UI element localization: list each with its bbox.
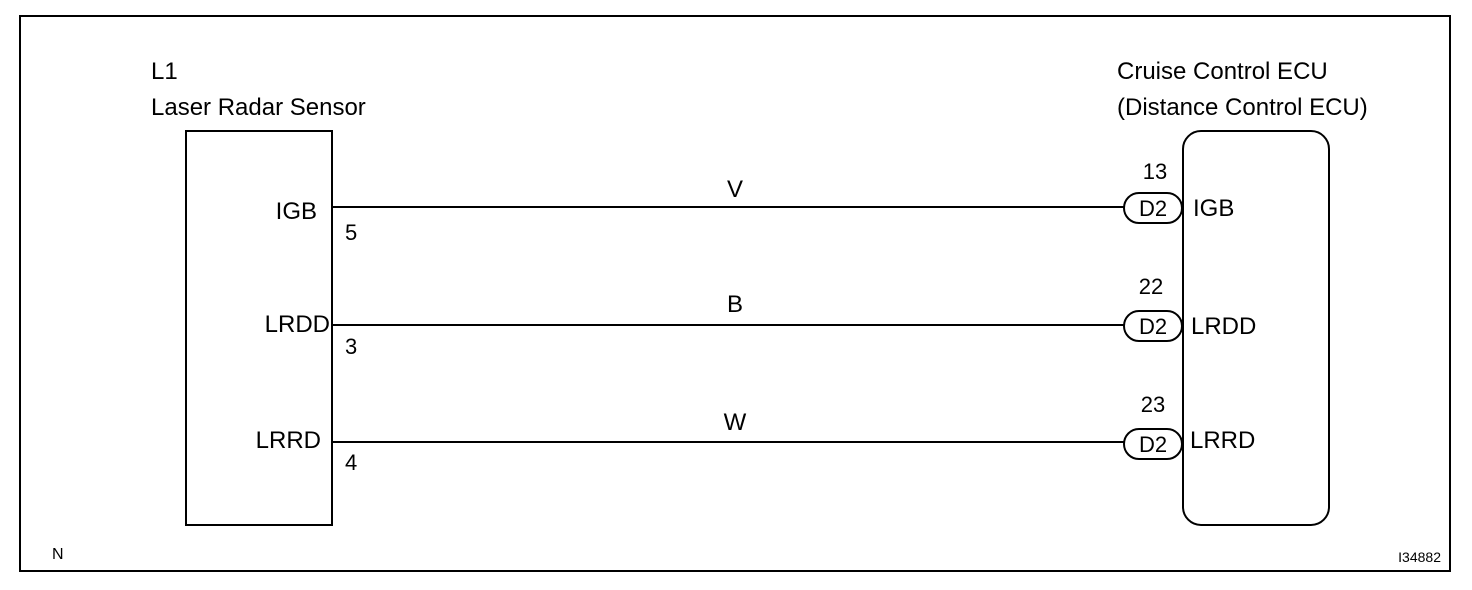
left-component-name: Laser Radar Sensor bbox=[151, 94, 366, 121]
wire-lrdd: LRDD 3 B 22 D2 LRDD bbox=[265, 274, 1257, 359]
left-component-code: L1 bbox=[151, 58, 178, 85]
wire-color-label: V bbox=[727, 176, 743, 203]
left-pin-number: 5 bbox=[345, 220, 357, 245]
right-terminal-label: LRRD bbox=[1190, 427, 1255, 454]
right-pin-number: 23 bbox=[1141, 392, 1165, 417]
connector-oval bbox=[1123, 310, 1183, 342]
connector-oval bbox=[1123, 428, 1183, 460]
right-component-name-line2: (Distance Control ECU) bbox=[1117, 94, 1368, 121]
connector-label: D2 bbox=[1139, 432, 1167, 457]
left-terminal-label: IGB bbox=[276, 198, 317, 225]
right-pin-number: 13 bbox=[1143, 159, 1167, 184]
right-component-name-line1: Cruise Control ECU bbox=[1117, 58, 1328, 85]
connector-label: D2 bbox=[1139, 314, 1167, 339]
figure-id: I34882 bbox=[1398, 549, 1441, 565]
left-pin-number: 3 bbox=[345, 334, 357, 359]
cruise-control-ecu-box bbox=[1182, 130, 1330, 526]
connector-oval bbox=[1123, 192, 1183, 224]
right-pin-number: 22 bbox=[1139, 274, 1163, 299]
left-pin-number: 4 bbox=[345, 450, 357, 475]
diagram-frame bbox=[19, 15, 1451, 572]
wire-igb: IGB 5 V 13 D2 IGB bbox=[276, 159, 1235, 245]
corner-mark: N bbox=[52, 546, 64, 563]
left-terminal-label: LRDD bbox=[265, 311, 330, 338]
right-terminal-label: LRDD bbox=[1191, 313, 1256, 340]
wire-lrrd: LRRD 4 W 23 D2 LRRD bbox=[256, 392, 1256, 475]
laser-radar-sensor-box bbox=[185, 130, 333, 526]
left-terminal-label: LRRD bbox=[256, 427, 321, 454]
wire-color-label: W bbox=[724, 409, 747, 436]
wire-color-label: B bbox=[727, 291, 743, 318]
connector-label: D2 bbox=[1139, 196, 1167, 221]
right-terminal-label: IGB bbox=[1193, 195, 1234, 222]
